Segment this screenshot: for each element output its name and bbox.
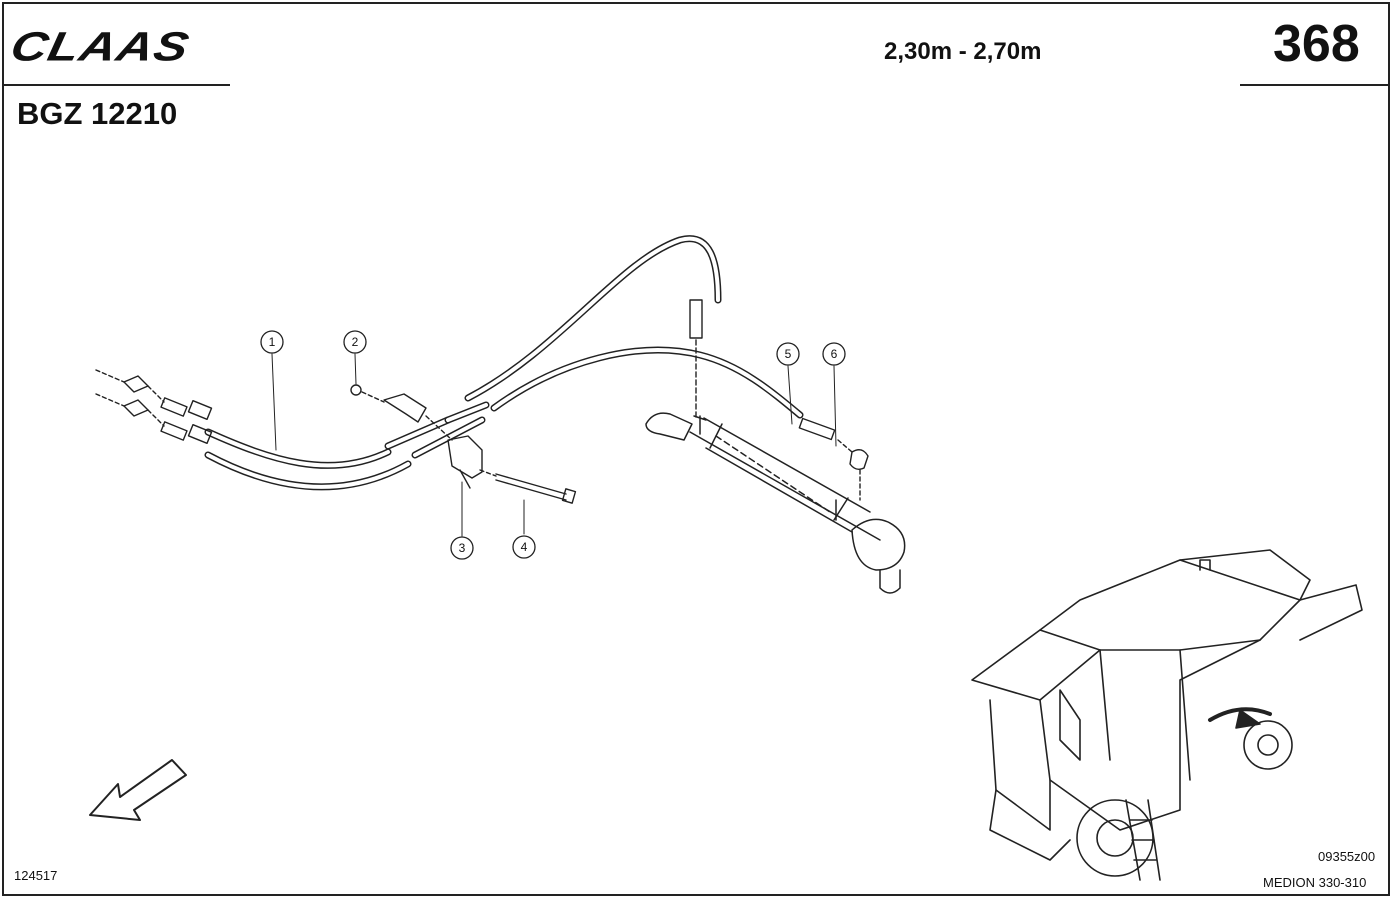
page-number: 368 <box>1273 15 1360 73</box>
callout-number: 3 <box>459 541 466 555</box>
callout-circle <box>343 330 367 354</box>
header-rule-left <box>2 84 230 86</box>
callout-5: 5 <box>776 342 800 366</box>
callouts: 1 2 3 4 5 6 <box>260 330 846 560</box>
callout-number: 1 <box>269 335 276 349</box>
hydraulic-cylinder <box>645 412 906 594</box>
figure-code: 09355z00 <box>1318 849 1376 864</box>
clamp-parts <box>350 384 483 489</box>
bolt <box>479 469 577 504</box>
callout-4: 4 <box>512 535 536 559</box>
callout-leaders <box>271 353 837 537</box>
callout-2: 2 <box>343 330 367 354</box>
callout-circle <box>822 342 846 366</box>
callout-number: 2 <box>352 335 359 349</box>
callout-3: 3 <box>450 536 474 560</box>
left-fittings <box>95 369 213 445</box>
document-id: 124517 <box>14 868 58 883</box>
callout-number: 5 <box>785 347 792 361</box>
callout-1: 1 <box>260 330 284 354</box>
combine-harvester-icon <box>971 549 1363 881</box>
direction-arrow-icon <box>89 759 187 821</box>
model-name: MEDION 330-310 <box>1263 875 1367 890</box>
top-fitting <box>689 299 703 421</box>
width-range: 2,30m - 2,70m <box>884 38 1042 65</box>
right-fittings <box>798 417 869 501</box>
callout-circle <box>512 535 536 559</box>
header-rule-right <box>1240 84 1390 86</box>
callout-number: 6 <box>831 347 838 361</box>
hose-assembly <box>204 235 804 491</box>
callout-circle <box>260 330 284 354</box>
callout-circle <box>776 342 800 366</box>
callout-6: 6 <box>822 342 846 366</box>
callout-circle <box>450 536 474 560</box>
callout-number: 4 <box>521 540 528 554</box>
assembly-code: BGZ 12210 <box>17 96 178 131</box>
